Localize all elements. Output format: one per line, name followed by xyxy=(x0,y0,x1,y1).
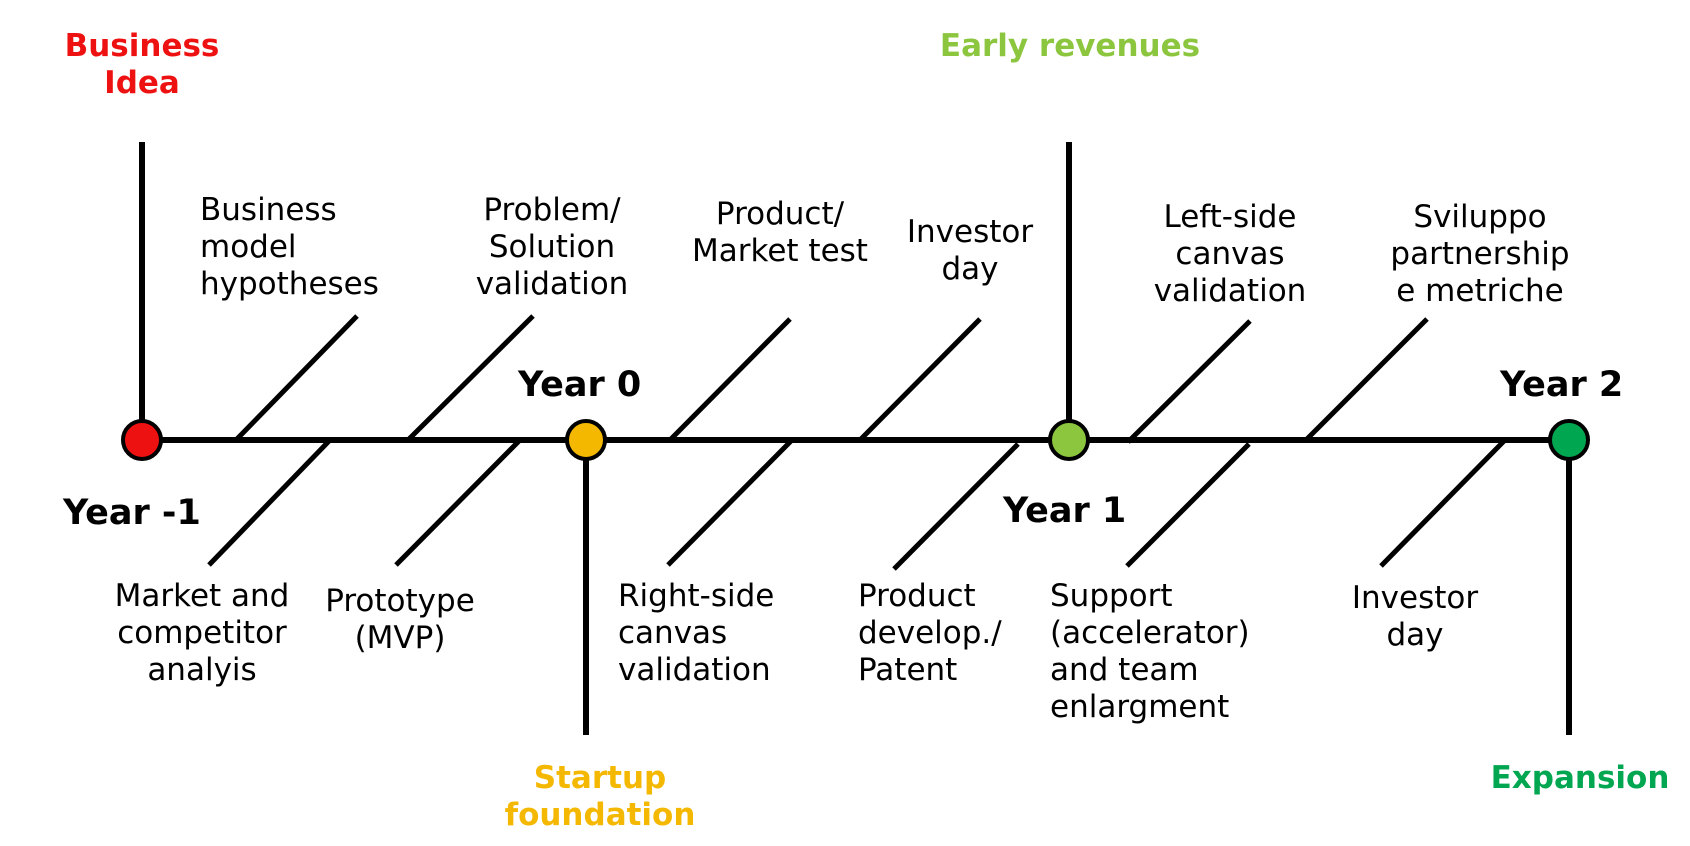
branch-top-6 xyxy=(1304,317,1429,442)
branch-top-4 xyxy=(858,317,982,442)
activity-bottom-6: Investor day xyxy=(1351,580,1479,653)
branch-bottom-3 xyxy=(666,438,794,567)
branch-bottom-1 xyxy=(207,438,332,567)
branch-bottom-4 xyxy=(892,442,1020,571)
activity-bottom-1: Market and competitor analyis xyxy=(114,578,290,688)
year-label-0: Year 0 xyxy=(518,365,642,405)
activity-top-3: Product/ Market test xyxy=(692,196,868,269)
milestone-label-expansion: Expansion xyxy=(1490,760,1670,796)
branch-top-1 xyxy=(234,314,359,442)
year-label-minus-1: Year -1 xyxy=(63,493,201,533)
activity-top-1: Business model hypotheses xyxy=(200,192,379,302)
milestone-label-startup-foundation: Startup foundation xyxy=(504,760,696,833)
activity-bottom-5: Support (accelerator) and team enlargmen… xyxy=(1050,578,1250,725)
milestone-label-early-revenues: Early revenues xyxy=(939,28,1201,64)
activity-top-2: Problem/ Solution validation xyxy=(475,192,629,302)
milestone-node-startup-foundation xyxy=(565,419,607,461)
branch-top-5 xyxy=(1126,319,1252,444)
year-label-1: Year 1 xyxy=(1003,491,1127,531)
branch-bottom-2 xyxy=(394,438,522,567)
activity-top-6: Sviluppo partnership e metriche xyxy=(1390,199,1570,309)
activity-bottom-3: Right-side canvas validation xyxy=(618,578,775,688)
branch-bottom-6 xyxy=(1379,438,1507,568)
activity-bottom-2: Prototype (MVP) xyxy=(325,583,475,656)
milestone-node-expansion xyxy=(1548,419,1590,461)
milestone-label-business-idea: Business Idea xyxy=(64,28,220,101)
activity-bottom-4: Product develop./ Patent xyxy=(858,578,1002,688)
milestone-node-early-revenues xyxy=(1048,419,1090,461)
branch-top-2 xyxy=(406,314,535,442)
year-label-2: Year 2 xyxy=(1500,365,1624,405)
milestone-node-business-idea xyxy=(121,419,163,461)
activity-top-4: Investor day xyxy=(906,214,1034,287)
activity-top-5: Left-side canvas validation xyxy=(1153,199,1307,309)
branch-top-3 xyxy=(668,317,792,442)
branch-bottom-5 xyxy=(1125,442,1251,568)
